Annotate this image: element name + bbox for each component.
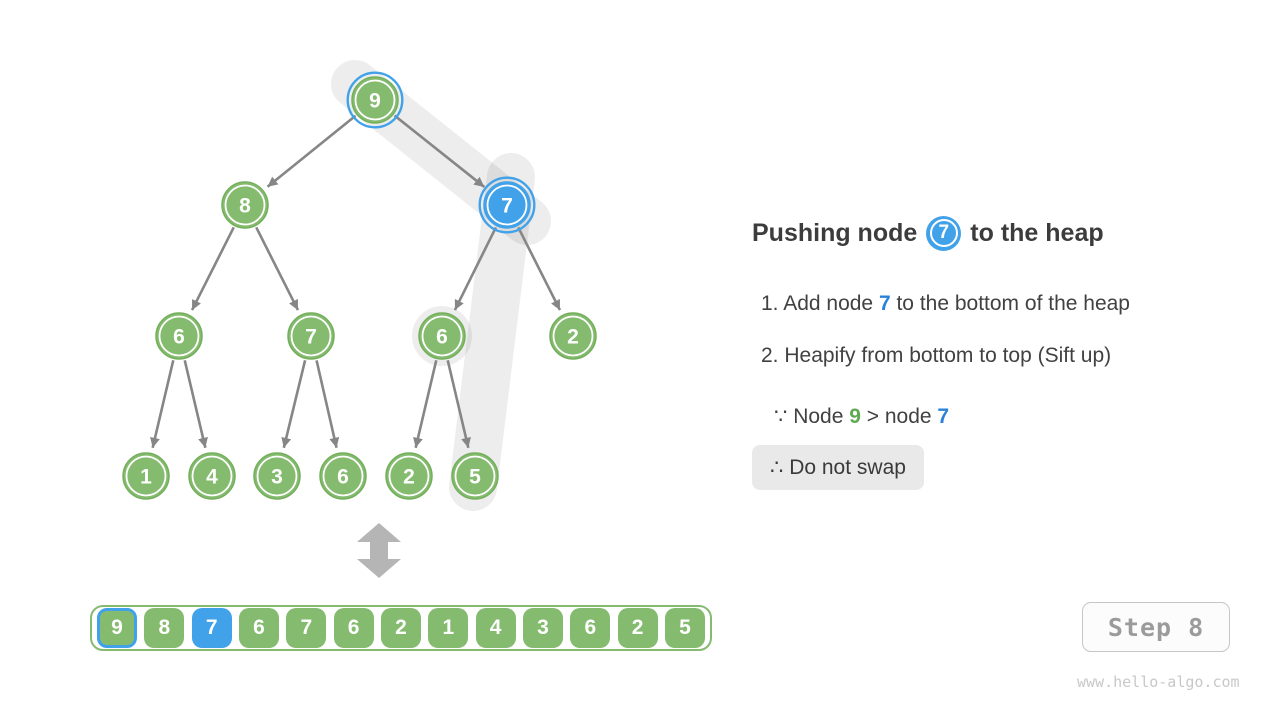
tree-edge [281,359,307,449]
heap-tree-diagram: 9 8 7 6 7 6 2 1 4 3 6 2 5 [122,60,597,511]
tree-edge [183,360,208,449]
text-segment: > node [860,405,938,428]
tree-edge [413,360,438,449]
instruction-step-2: 2. Heapify from bottom to top (Sift up) [761,344,1111,368]
array-cell: 7 [286,608,327,648]
sift-path-band [449,153,535,511]
text-segment: 2. Heapify from bottom to top (Sift up) [761,344,1112,367]
array-cell: 6 [238,608,279,648]
svg-text:5: 5 [469,466,481,489]
svg-text:7: 7 [305,326,317,349]
tree-node: 7 [478,176,536,234]
comparison-note: ∵ Node 9 > node 7 [774,404,949,429]
tree-node: 7 [287,312,335,360]
tree-node: 2 [549,312,597,360]
tree-node: 6 [418,312,466,360]
tree-node: 8 [221,181,269,229]
tree-node: 6 [155,312,203,360]
array-cell: 1 [428,608,469,648]
array-cell: 3 [522,608,563,648]
tree-node: 5 [451,452,499,500]
svg-text:6: 6 [436,326,448,349]
tree-edge [393,114,486,188]
tree-edge [315,360,340,449]
text-segment: 7 [937,405,950,428]
svg-text:6: 6 [173,326,185,349]
text-segment: to the bottom of the heap [890,292,1130,315]
text-segment: 9 [849,405,861,428]
tree-node: 1 [122,452,170,500]
svg-text:7: 7 [501,195,513,218]
text-segment: 1. Add node [761,292,879,315]
svg-text:2: 2 [403,466,415,489]
tree-node: 4 [188,452,236,500]
array-cell: 2 [617,608,658,648]
tree-edge [266,114,357,188]
panel-title: Pushing node 7 to the heap [752,212,1104,254]
array-cell: 4 [475,608,516,648]
tree-edge [190,226,235,311]
tree-edge [150,360,175,449]
array-cell: 2 [380,608,421,648]
pushed-node-badge: 7 [926,215,962,251]
svg-text:2: 2 [567,326,579,349]
tree-node: 2 [385,452,433,500]
tree-edge [453,226,498,311]
instruction-step-1: 1. Add node 7 to the bottom of the heap [761,292,1130,316]
svg-text:3: 3 [271,466,283,489]
svg-text:4: 4 [206,466,218,489]
do-not-swap-box: ∴ Do not swap [752,445,924,490]
pushed-node-badge-value: 7 [929,219,958,247]
panel-title-suffix: to the heap [970,218,1104,247]
array-cell: 9 [97,608,137,648]
tree-edge [255,226,300,311]
tree-node: 6 [319,452,367,500]
svg-text:6: 6 [337,466,349,489]
tree-edge [446,360,471,449]
array-cell: 8 [144,608,185,648]
array-cell: 6 [570,608,611,648]
svg-text:8: 8 [239,195,251,218]
tree-node: 9 [346,71,404,129]
watermark: www.hello-algo.com [1077,673,1240,691]
array-cell: 5 [664,608,705,648]
svg-text:9: 9 [369,90,381,113]
panel-title-prefix: Pushing node [752,218,918,247]
tree-edge [517,226,562,311]
text-segment: 7 [878,292,891,315]
array-cell: 6 [333,608,374,648]
array-cell: 7 [191,608,232,648]
tree-array-swap-icon [357,523,401,578]
svg-text:1: 1 [140,466,152,489]
step-counter-button[interactable]: Step 8 [1082,602,1230,652]
text-segment: ∵ Node [774,405,850,428]
tree-node: 3 [253,452,301,500]
